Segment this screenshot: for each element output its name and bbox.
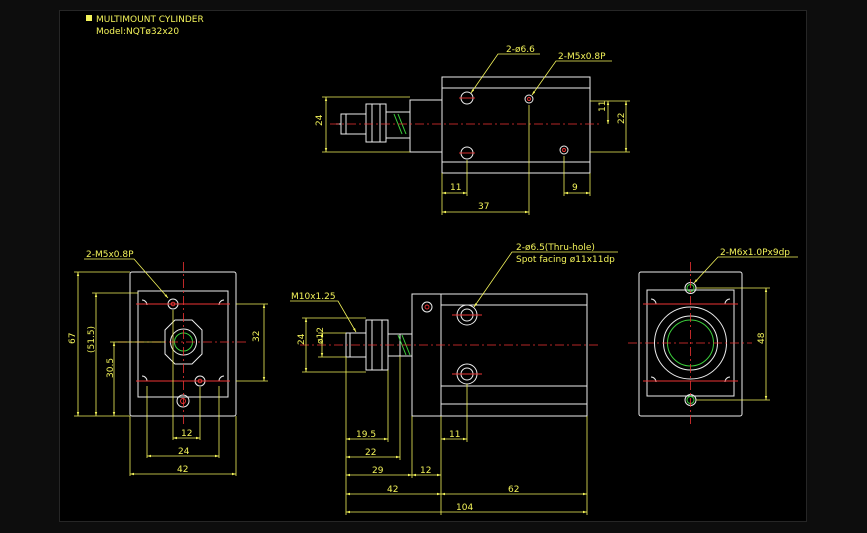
right-dim-48: 48: [757, 332, 767, 344]
front-dim-phi12: ø12: [316, 327, 326, 344]
front-dim-24: 24: [297, 333, 307, 345]
left-dim-30-5: 30.5: [106, 358, 116, 378]
title-block: MULTIMOUNT CYLINDER Model:NQTø32x20: [86, 15, 204, 37]
front-dim-11: 11: [449, 430, 460, 440]
title-line-1: MULTIMOUNT CYLINDER: [96, 15, 204, 25]
left-dim-42: 42: [177, 465, 188, 475]
left-dim-51-5: (51.5): [87, 326, 97, 353]
top-dim-22: 22: [617, 113, 627, 124]
front-leader-hole-1: 2-ø6.5(Thru-hole): [516, 243, 595, 253]
left-dim-12: 12: [181, 429, 192, 439]
front-dim-62: 62: [508, 485, 519, 495]
front-leader-thread: M10x1.25: [291, 292, 336, 302]
front-dim-22: 22: [365, 448, 376, 458]
front-dim-104: 104: [456, 503, 473, 513]
right-leader: 2-M6x1.0Px9dp: [720, 248, 790, 258]
front-dim-12: 12: [420, 466, 431, 476]
top-view: 24 22 11 11 9 37 2-ø6.6 2-M5x0.8P: [315, 45, 630, 215]
left-view: 67 (51.5) 30.5 32 12 24 42 2-M5x0.8P: [68, 250, 268, 476]
front-leader-hole-2: Spot facing ø11x11dp: [516, 255, 615, 265]
left-leader: 2-M5x0.8P: [86, 250, 134, 260]
front-dim-29: 29: [372, 466, 384, 476]
right-view: 48 2-M6x1.0Px9dp: [628, 248, 798, 424]
top-dim-bottom-9: 9: [572, 183, 578, 193]
left-dim-67: 67: [68, 333, 78, 344]
title-marker-icon: [86, 15, 92, 21]
front-dim-19-5: 19.5: [356, 430, 376, 440]
top-dim-11: 11: [598, 101, 608, 112]
left-dim-32: 32: [252, 331, 262, 342]
left-dim-24: 24: [178, 447, 190, 457]
front-dim-42: 42: [387, 485, 398, 495]
top-dim-37: 37: [478, 202, 489, 212]
cad-viewport[interactable]: [59, 10, 807, 522]
top-dim-bottom-11: 11: [450, 183, 461, 193]
top-dim-24: 24: [315, 114, 325, 126]
front-view: 24 ø12 19.5 11 22 29 12 42 62 104 M10x1.…: [290, 243, 618, 515]
title-line-2: Model:NQTø32x20: [96, 27, 179, 37]
top-leader-hole: 2-ø6.6: [506, 45, 535, 55]
top-leader-thread: 2-M5x0.8P: [558, 52, 606, 62]
